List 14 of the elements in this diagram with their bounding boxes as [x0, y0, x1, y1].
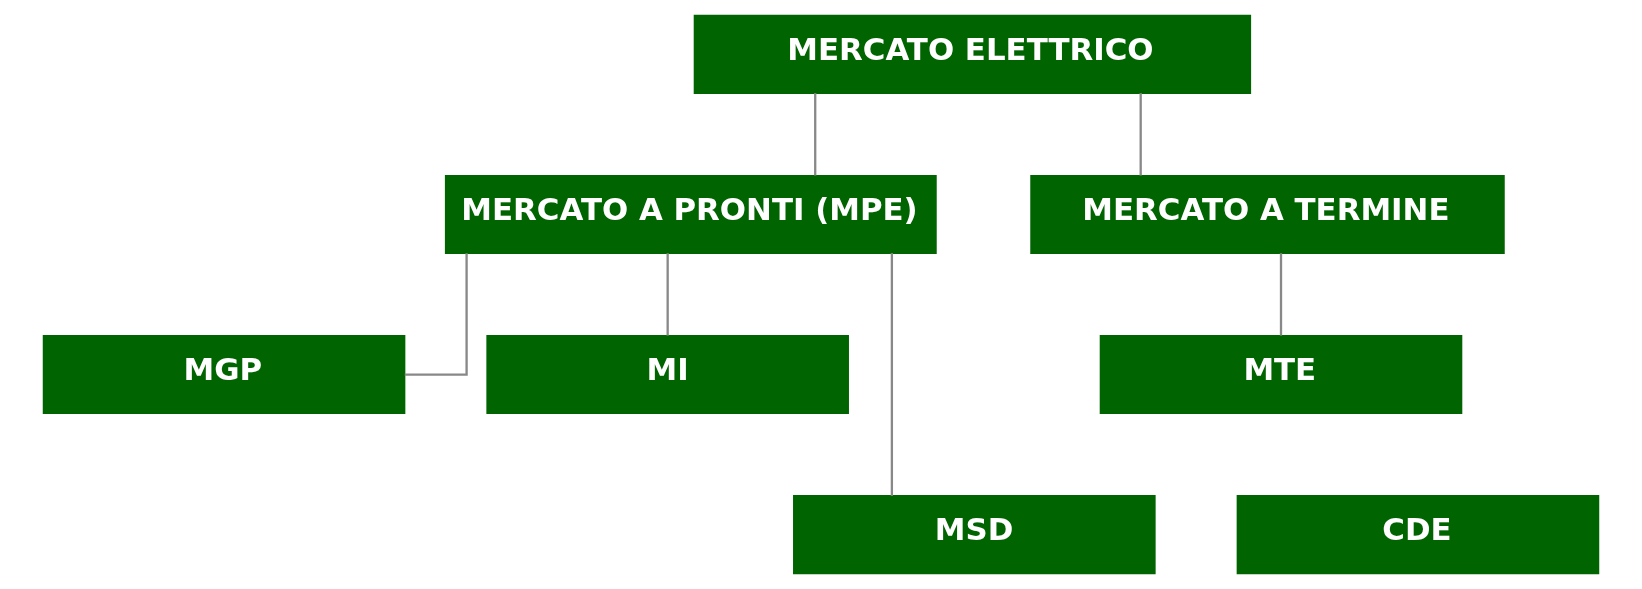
connector [814, 93, 817, 176]
connector [666, 253, 669, 336]
node-box: MERCATO A PRONTI (MPE) [444, 174, 937, 254]
node-box: MI [486, 335, 849, 415]
node-box: CDE [1236, 495, 1600, 575]
node-box: MGP [42, 335, 406, 415]
node-box: MERCATO A TERMINE [1030, 174, 1505, 254]
connector [890, 253, 894, 496]
node-box: MERCATO ELETTRICO [693, 14, 1252, 94]
connector [1279, 253, 1283, 336]
node-box: MTE [1099, 335, 1463, 415]
connector [404, 253, 468, 376]
connector [1139, 93, 1142, 176]
node-box: MSD [793, 495, 1156, 575]
